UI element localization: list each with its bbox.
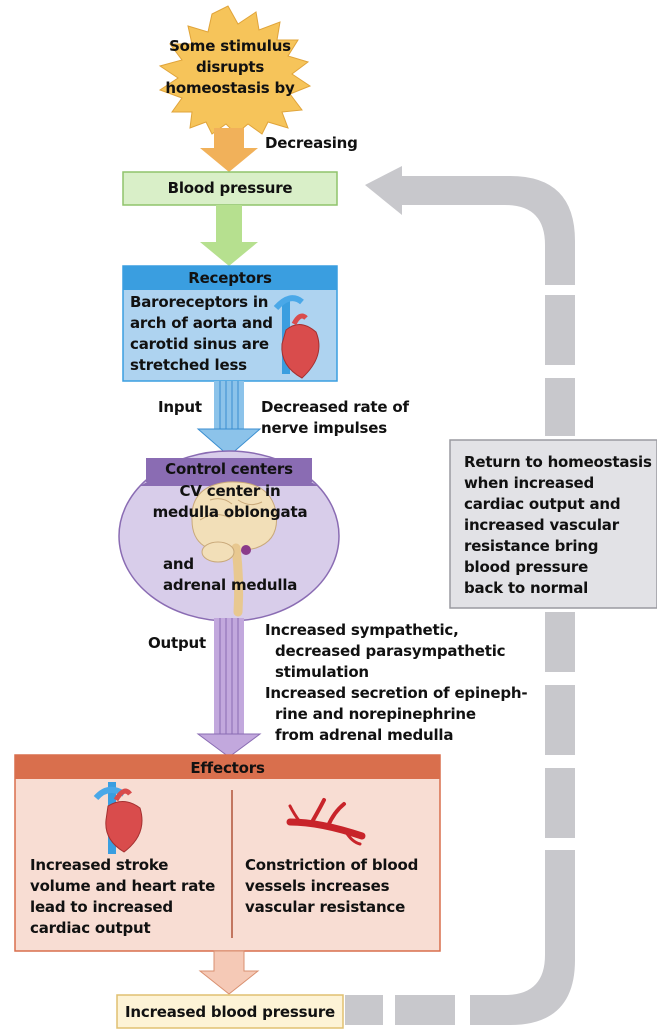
return-line: increased vascular [464,515,654,536]
control-text-2: and adrenal medulla [163,554,297,596]
receptors-line: arch of aorta and [130,313,290,334]
control-line: CV center in [130,481,330,502]
result-box: Increased blood pressure [117,1002,343,1023]
receptors-text: Baroreceptors in arch of aorta and carot… [130,292,290,376]
stimulus-text: Some stimulus disrupts homeostasis by [160,36,300,99]
effectors-line: lead to increased [30,897,230,918]
output-line: rine and norepinephrine [265,704,555,725]
return-line: cardiac output and [464,494,654,515]
output-text: Increased sympathetic, decreased parasym… [265,620,555,746]
return-line: resistance bring [464,536,654,557]
feedback-dash [345,995,383,1025]
stimulus-arrow [200,128,258,172]
input-label: Input [158,397,202,418]
feedback-dash [545,378,575,436]
input-line: nerve impulses [261,418,441,439]
output-line: Increased secretion of epineph- [265,683,555,704]
output-arrow [198,618,260,757]
effectors-line: Constriction of blood [245,855,435,876]
result-arrow [200,951,258,994]
receptors-line: stretched less [130,355,290,376]
return-line: Return to homeostasis [464,452,654,473]
input-text: Decreased rate of nerve impulses [261,397,441,439]
receptors-line: carotid sinus are [130,334,290,355]
output-line: Increased sympathetic, [265,620,555,641]
feedback-dash [545,295,575,365]
control-line: adrenal medulla [163,575,297,596]
effectors-right-text: Constriction of blood vessels increases … [245,855,435,918]
effectors-line: cardiac output [30,918,230,939]
output-label: Output [148,633,206,654]
feedback-dash [470,850,575,1025]
output-line: from adrenal medulla [265,725,555,746]
feedback-dash [545,768,575,838]
control-header: Control centers [146,459,312,480]
receptors-line: Baroreceptors in [130,292,290,313]
receptors-header: Receptors [123,268,337,289]
output-line: stimulation [265,662,555,683]
return-line: back to normal [464,578,654,599]
feedback-arrowhead [365,166,575,285]
green-arrow [200,205,258,266]
change-label: Decreasing [265,133,358,154]
return-text: Return to homeostasis when increased car… [464,452,654,599]
effectors-header: Effectors [15,758,440,779]
return-line: blood pressure [464,557,654,578]
output-line: decreased parasympathetic [265,641,555,662]
feedback-dash [395,995,455,1025]
stimulus-line: Some stimulus [160,36,300,57]
input-line: Decreased rate of [261,397,441,418]
blood-pressure-box: Blood pressure [123,178,337,199]
effectors-line: volume and heart rate [30,876,230,897]
control-text: CV center in medulla oblongata [130,481,330,523]
control-line: medulla oblongata [130,502,330,523]
effectors-line: Increased stroke [30,855,230,876]
control-line: and [163,554,297,575]
effectors-left-text: Increased stroke volume and heart rate l… [30,855,230,939]
effectors-line: vascular resistance [245,897,435,918]
stimulus-line: disrupts [160,57,300,78]
stimulus-line: homeostasis by [160,78,300,99]
input-arrow [198,381,260,456]
effectors-line: vessels increases [245,876,435,897]
return-line: when increased [464,473,654,494]
